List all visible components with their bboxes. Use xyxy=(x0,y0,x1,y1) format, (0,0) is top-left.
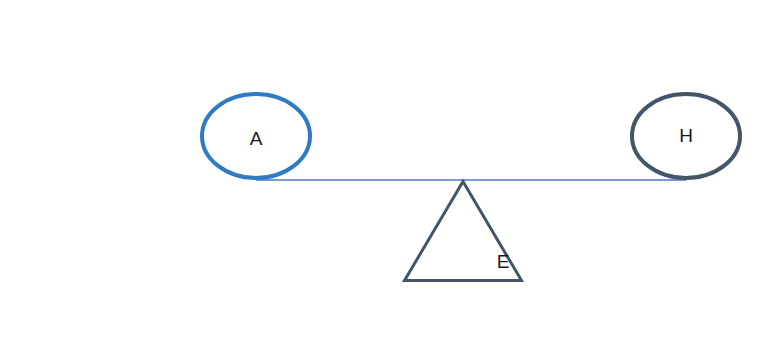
node-label: A xyxy=(250,129,263,150)
pan-circle: H xyxy=(630,92,742,180)
fulcrum-triangle: E xyxy=(403,180,523,282)
pan-circle: A xyxy=(200,92,312,180)
node-label: E xyxy=(497,252,510,273)
node-label: H xyxy=(679,126,693,147)
balance-beam xyxy=(256,179,686,181)
